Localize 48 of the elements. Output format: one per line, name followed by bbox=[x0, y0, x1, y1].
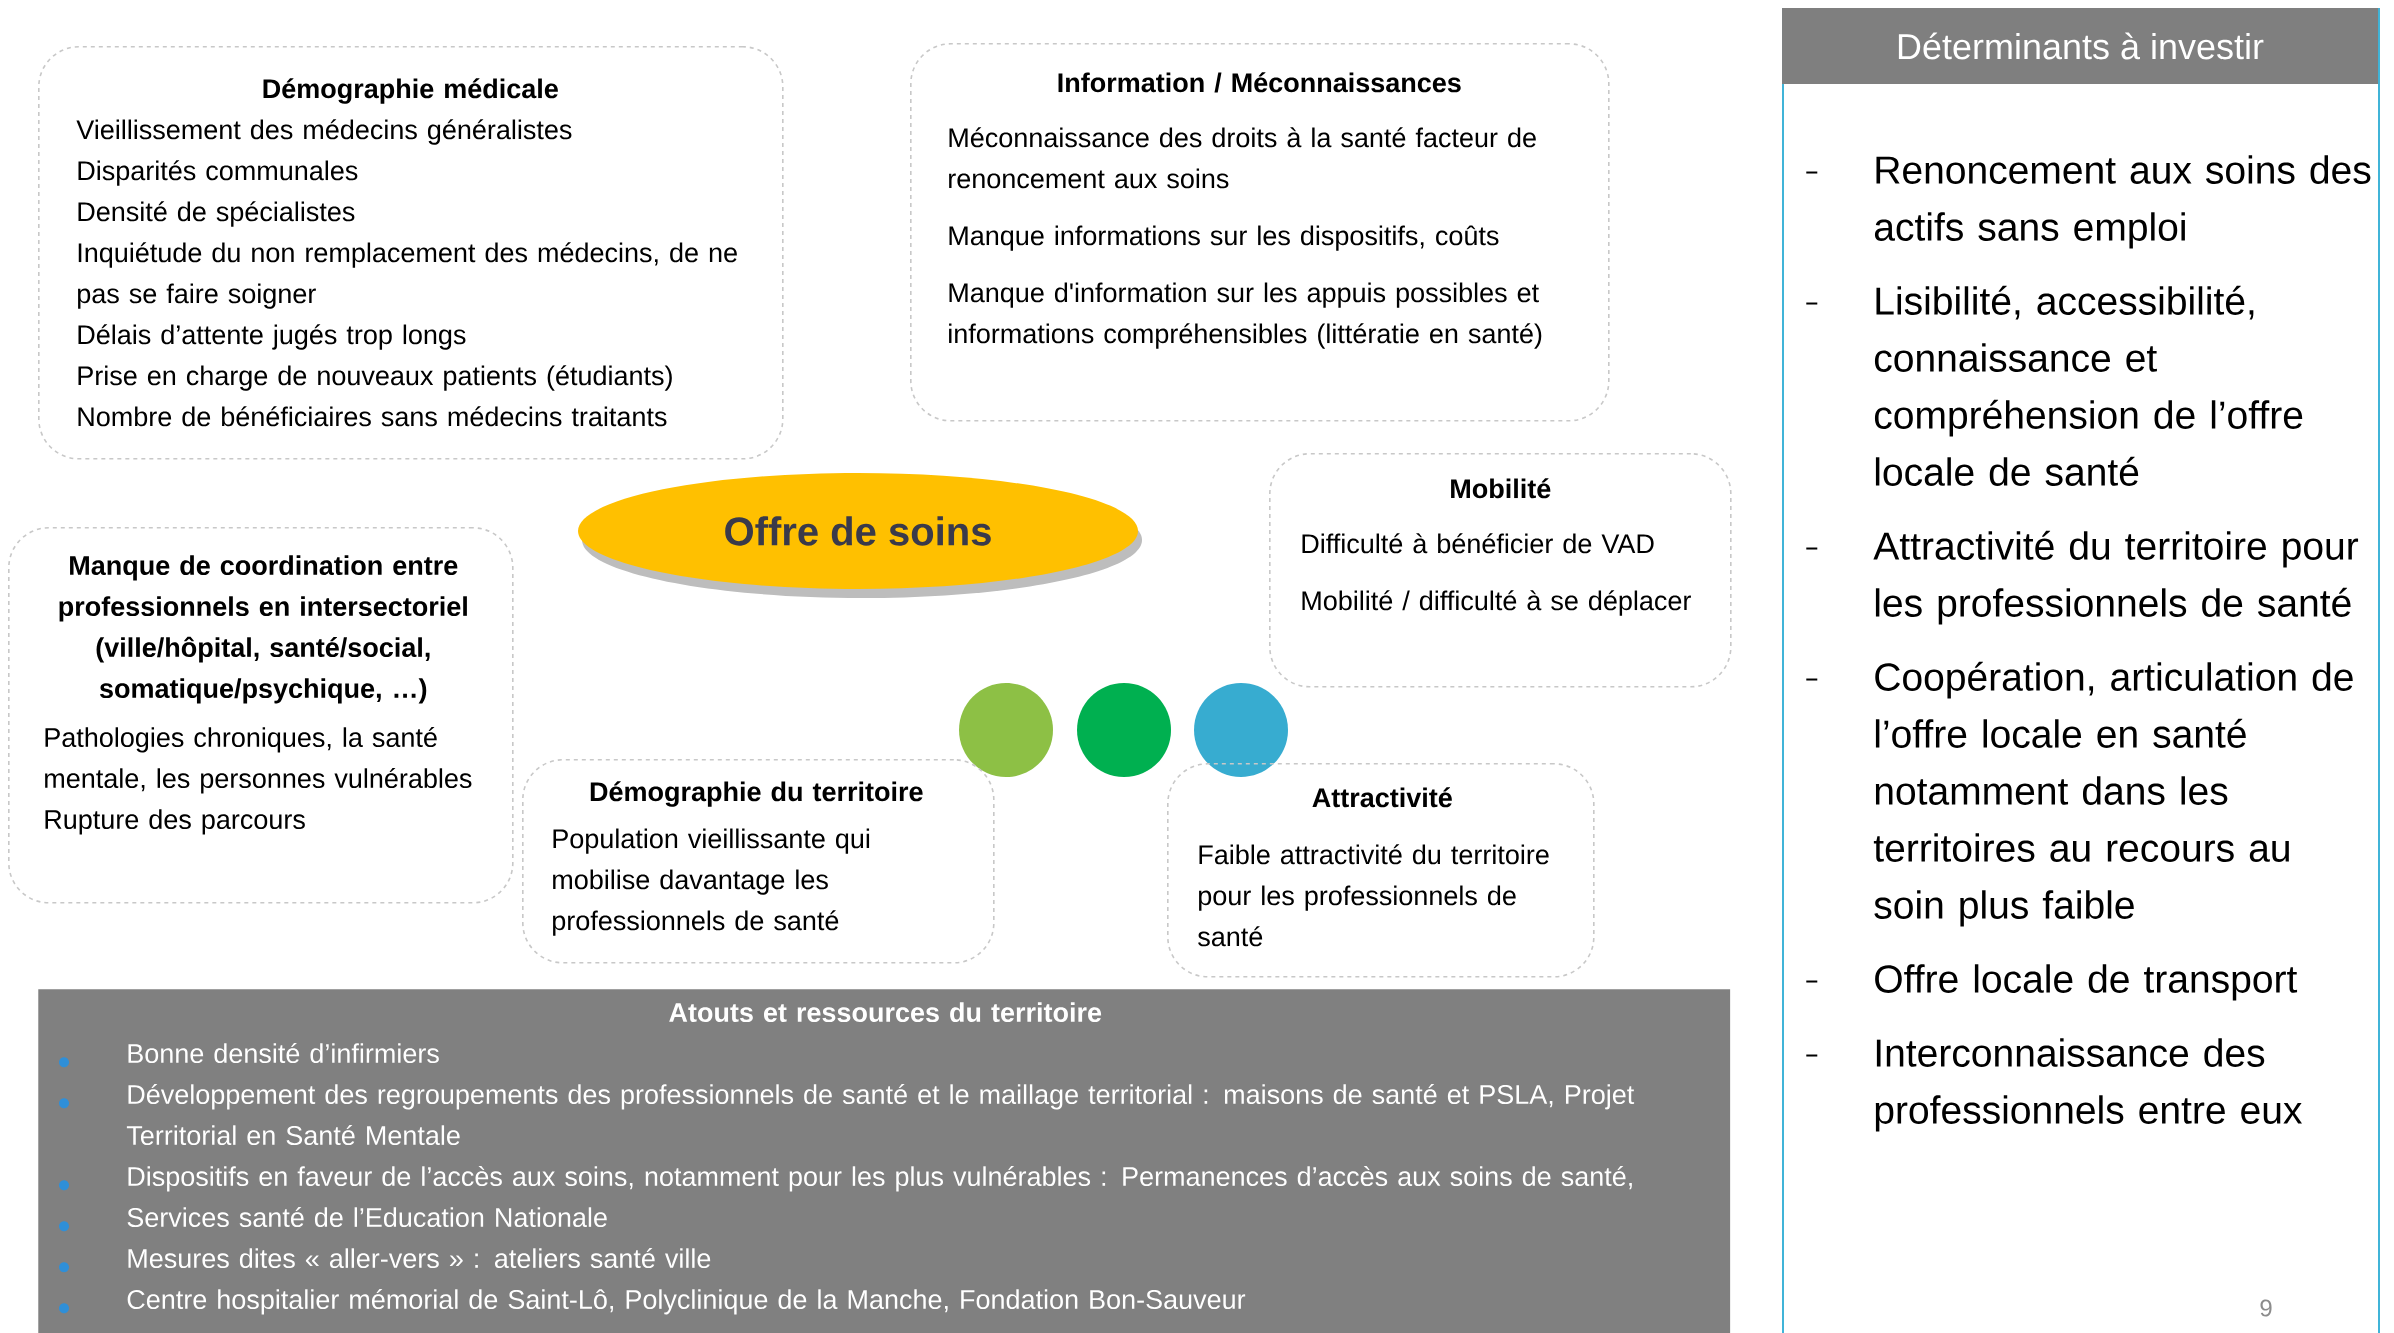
list-item: Interconnaissance des professionnels entre eux bbox=[1805, 1038, 2302, 1132]
body-text: Mobilité / difficulté à se déplacer bbox=[1302, 590, 1691, 616]
list-item: Coopération, articulation de l’offre locale en santé notamment dans les territoires au recours au soin plus faible bbox=[1805, 661, 2353, 927]
body-text: Inquiétude du non remplacement des médecins, de ne pas se faire soigner bbox=[78, 242, 737, 309]
circle-shape bbox=[1077, 683, 1171, 777]
body-text: Méconnaissance des droits à la santé facteur de renoncement aux soins bbox=[949, 127, 1536, 189]
list-item: Lisibilité, accessibilité, connaissance et compréhension de l’offre locale de santé bbox=[1805, 285, 2303, 486]
body-text: Manque informations sur les dispositifs, coûts bbox=[949, 225, 1499, 251]
circle-shape bbox=[1194, 683, 1288, 777]
text-card bbox=[1269, 453, 1732, 688]
side-panel bbox=[1782, 8, 2380, 1333]
box-heading: Information / Méconnaissances bbox=[1058, 72, 1461, 93]
body-text: Population vieillissante qui mobilise davantage les professionnels de santé bbox=[553, 828, 870, 936]
bullet-item: Dispositifs en faveur de l’accès aux soins, notamment pour les plus vulnérables : Permanences d’accès aux soins de santé, bbox=[128, 1165, 1632, 1192]
body-text: Densité de spécialistes bbox=[78, 201, 355, 227]
body-text: Rupture des parcours bbox=[45, 809, 305, 835]
box-heading: Démographie médicale bbox=[263, 78, 558, 104]
list-item: Renoncement aux soins des actifs sans emploi bbox=[1805, 155, 2371, 249]
list-item: Offre locale de transport bbox=[1805, 964, 2298, 1001]
box-heading: Mobilité bbox=[1451, 478, 1551, 499]
circle-shape bbox=[959, 683, 1053, 777]
page-number: 9 bbox=[2260, 1299, 2272, 1317]
bullet-item: Centre hospitalier mémorial de Saint-Lô, Polyclinique de la Manche, Fondation Bon-Sauveur bbox=[127, 1288, 1246, 1315]
band-heading: Atouts et ressources du territoire bbox=[669, 1002, 1102, 1023]
resource-band bbox=[38, 989, 1731, 1333]
body-text: Pathologies chroniques, la santé mentale, les personnes vulnérables bbox=[45, 726, 472, 794]
body-text: Délais d’attente jugés trop longs bbox=[78, 324, 466, 350]
body-text: Faible attractivité du territoire pour les professionnels de santé bbox=[1198, 844, 1549, 947]
text-card bbox=[522, 759, 995, 964]
panel-header: Déterminants à investir bbox=[1782, 8, 2378, 84]
bullet-item: Mesures dites « aller-vers » : ateliers santé ville bbox=[128, 1247, 711, 1269]
bullet-item: Bonne densité d’infirmiers bbox=[128, 1042, 439, 1064]
body-text: Vieillissement des médecins généralistes bbox=[76, 119, 572, 145]
text-card bbox=[910, 43, 1610, 422]
box-heading: Manque de coordination entre professionnels en intersectoriel (ville/hôpital, santé/social, somatique/psychique, …) bbox=[59, 555, 467, 704]
list-item: Attractivité du territoire pour les professionnels de santé bbox=[1805, 530, 2359, 625]
body-text: Manque d'information sur les appuis possibles et informations compréhensibles (littératie en santé) bbox=[949, 282, 1542, 349]
text-card bbox=[1167, 763, 1595, 978]
bullet-item: Services santé de l’Education Nationale bbox=[127, 1206, 607, 1228]
body-text: Nombre de bénéficiaires sans médecins traitants bbox=[78, 406, 667, 427]
body-text: Prise en charge de nouveaux patients (étudiants) bbox=[78, 365, 672, 391]
body-text: Difficulté à bénéficier de VAD bbox=[1302, 533, 1654, 554]
bullet-item: Développement des regroupements des professionnels de santé et le maillage territorial : maisons de santé et PSLA, Projet Territorial en Santé Mentale bbox=[126, 1083, 1635, 1146]
box-heading: Attractivité bbox=[1312, 787, 1452, 808]
text-card bbox=[8, 527, 514, 904]
text-card bbox=[38, 46, 784, 460]
body-text: Disparités communales bbox=[78, 160, 358, 186]
box-heading: Démographie du territoire bbox=[590, 781, 923, 807]
